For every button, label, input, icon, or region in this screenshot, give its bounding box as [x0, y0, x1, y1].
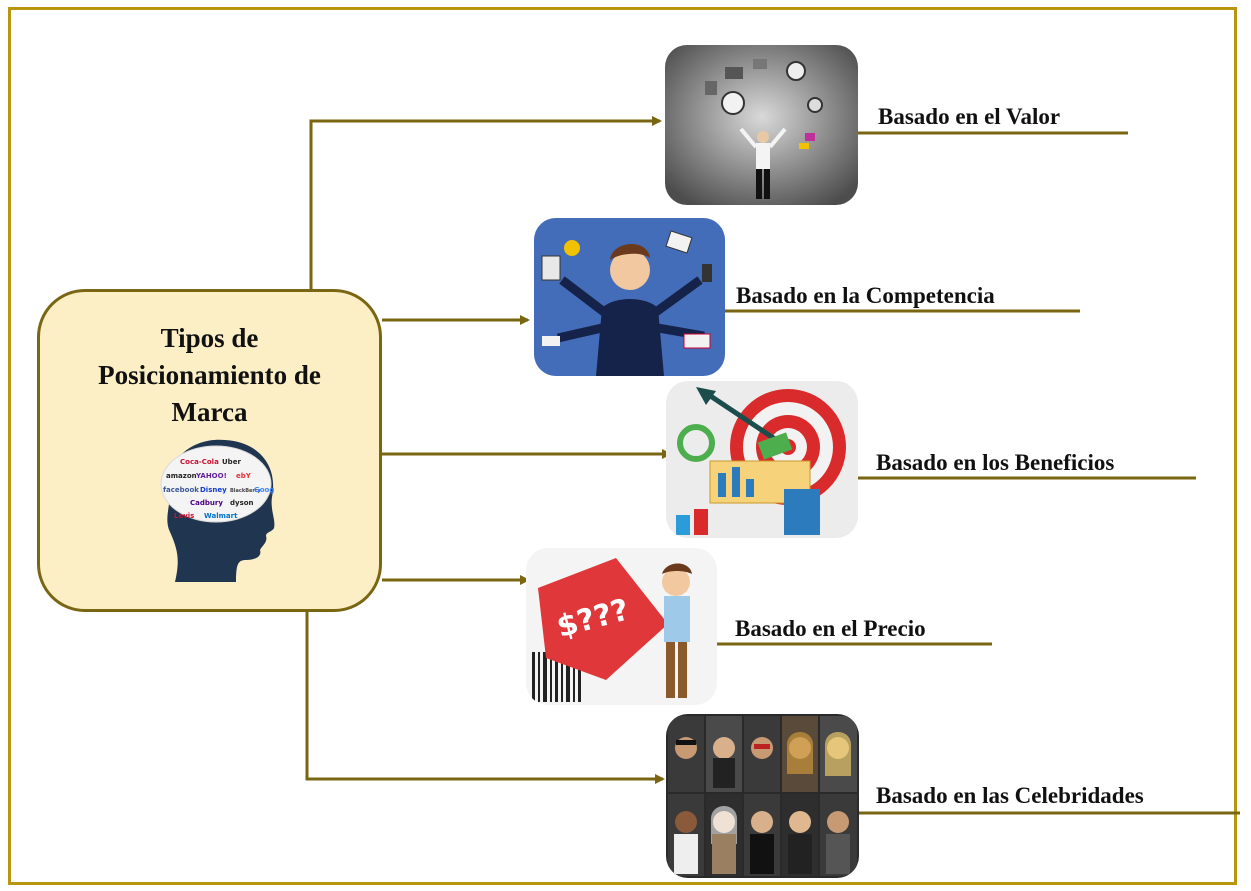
- connector-celebridades: [305, 612, 665, 784]
- label-beneficios: Basado en los Beneficios: [876, 450, 1115, 475]
- image-target-arrow-chart: [666, 381, 858, 538]
- connector-valor: [309, 116, 662, 289]
- label-competencia: Basado en la Competencia: [736, 283, 995, 308]
- brand-ebay: ebY: [236, 472, 252, 480]
- brand-levis: Levis: [174, 512, 194, 520]
- brand-walmart: Walmart: [204, 512, 238, 520]
- center-title: Tipos de Posicionamiento de Marca: [40, 320, 379, 431]
- image-juggling-businessman: [665, 45, 858, 205]
- brand-amazon: amazon: [166, 472, 197, 480]
- label-precio: Basado en el Precio: [735, 616, 926, 641]
- center-title-line-1: Tipos de: [160, 323, 259, 353]
- head-brands-icon: Coca-Cola Uber amazon YAHOO! ebY faceboo…: [160, 439, 275, 582]
- center-title-line-2: Posicionamiento de: [98, 360, 321, 390]
- brand-cadbury: Cadbury: [190, 499, 223, 507]
- image-multitasking-man: [534, 218, 725, 376]
- image-price-tag-question: $???: [526, 548, 717, 705]
- brand-dyson: dyson: [230, 499, 254, 507]
- brand-coca-cola: Coca-Cola: [180, 458, 219, 466]
- center-title-line-3: Marca: [171, 397, 248, 427]
- image-celebrity-photo-grid: [666, 714, 859, 878]
- label-celebridades: Basado en las Celebridades: [876, 783, 1144, 808]
- brand-yahoo: YAHOO!: [195, 472, 227, 480]
- brand-uber: Uber: [222, 458, 241, 466]
- label-valor: Basado en el Valor: [878, 104, 1061, 129]
- center-node: Tipos de Posicionamiento de Marca Coca-C…: [37, 289, 382, 612]
- brand-blackberry: BlackBerry: [230, 488, 261, 494]
- brand-google: Goog: [254, 486, 274, 494]
- brand-disney: Disney: [200, 486, 227, 494]
- brand-facebook: facebook: [163, 486, 199, 494]
